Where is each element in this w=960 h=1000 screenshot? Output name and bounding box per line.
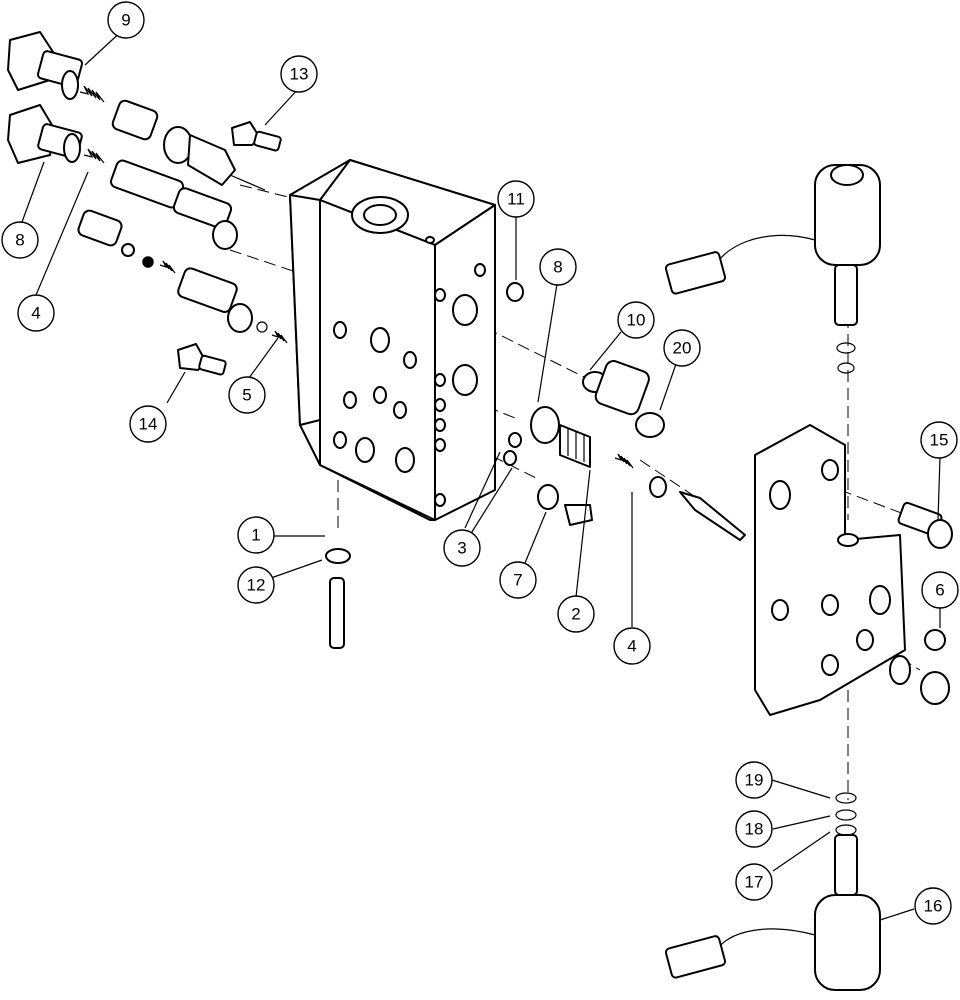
callout-3: 3 xyxy=(443,529,481,567)
lower-left-plug-8 xyxy=(7,104,83,164)
callout-1: 1 xyxy=(237,516,275,554)
center-right-components xyxy=(503,282,746,541)
bolt-15 xyxy=(897,501,953,549)
callout-4-left: 4 xyxy=(17,294,55,332)
callout-8-left: 8 xyxy=(1,221,39,259)
callout-15: 15 xyxy=(920,421,958,459)
callout-label: 16 xyxy=(924,897,943,916)
callout-13: 13 xyxy=(280,55,318,93)
callout-7: 7 xyxy=(499,561,537,599)
callout-label: 18 xyxy=(745,820,764,839)
callout-label: 6 xyxy=(935,581,944,600)
callout-label: 2 xyxy=(571,605,580,624)
left-springs-and-spools xyxy=(77,85,288,344)
callout-4-center: 4 xyxy=(613,627,651,665)
callout-6: 6 xyxy=(921,571,959,609)
lower-solenoid xyxy=(664,792,881,991)
callout-label: 19 xyxy=(745,771,764,790)
callout-12: 12 xyxy=(237,566,275,604)
callout-label: 8 xyxy=(553,258,562,277)
callout-11: 11 xyxy=(497,180,535,218)
callout-20: 20 xyxy=(663,329,701,367)
callout-9: 9 xyxy=(107,1,145,39)
callout-label: 3 xyxy=(457,539,466,558)
callout-label: 4 xyxy=(627,637,636,656)
callout-label: 10 xyxy=(627,311,646,330)
upper-left-plug-9 xyxy=(7,31,84,100)
upper-solenoid xyxy=(664,164,881,374)
callout-17: 17 xyxy=(735,863,773,901)
main-valve-block xyxy=(289,159,496,521)
pin-and-washer xyxy=(325,548,351,649)
callout-label: 20 xyxy=(673,339,692,358)
bolt-13 xyxy=(231,121,282,152)
callout-8-center: 8 xyxy=(539,248,577,286)
callout-16: 16 xyxy=(914,887,952,925)
callout-label: 12 xyxy=(247,576,266,595)
callout-label: 7 xyxy=(513,571,522,590)
callout-19: 19 xyxy=(735,761,773,799)
callout-5: 5 xyxy=(228,376,266,414)
leader-lines xyxy=(21,27,941,921)
callout-label: 5 xyxy=(242,386,251,405)
bolt-14 xyxy=(177,343,227,376)
right-manifold-block xyxy=(754,424,911,716)
callout-label: 9 xyxy=(121,11,130,30)
callout-label: 13 xyxy=(290,65,309,84)
callout-2: 2 xyxy=(557,595,595,633)
callout-label: 8 xyxy=(15,231,24,250)
callout-label: 4 xyxy=(31,304,40,323)
callout-14: 14 xyxy=(129,405,167,443)
callout-10: 10 xyxy=(617,301,655,339)
callout-label: 14 xyxy=(139,415,158,434)
callout-label: 11 xyxy=(507,190,525,209)
plug-6 xyxy=(920,629,950,705)
callout-label: 1 xyxy=(251,526,260,545)
callout-18: 18 xyxy=(735,810,773,848)
callout-label: 15 xyxy=(930,431,949,450)
callout-label: 17 xyxy=(745,873,764,892)
